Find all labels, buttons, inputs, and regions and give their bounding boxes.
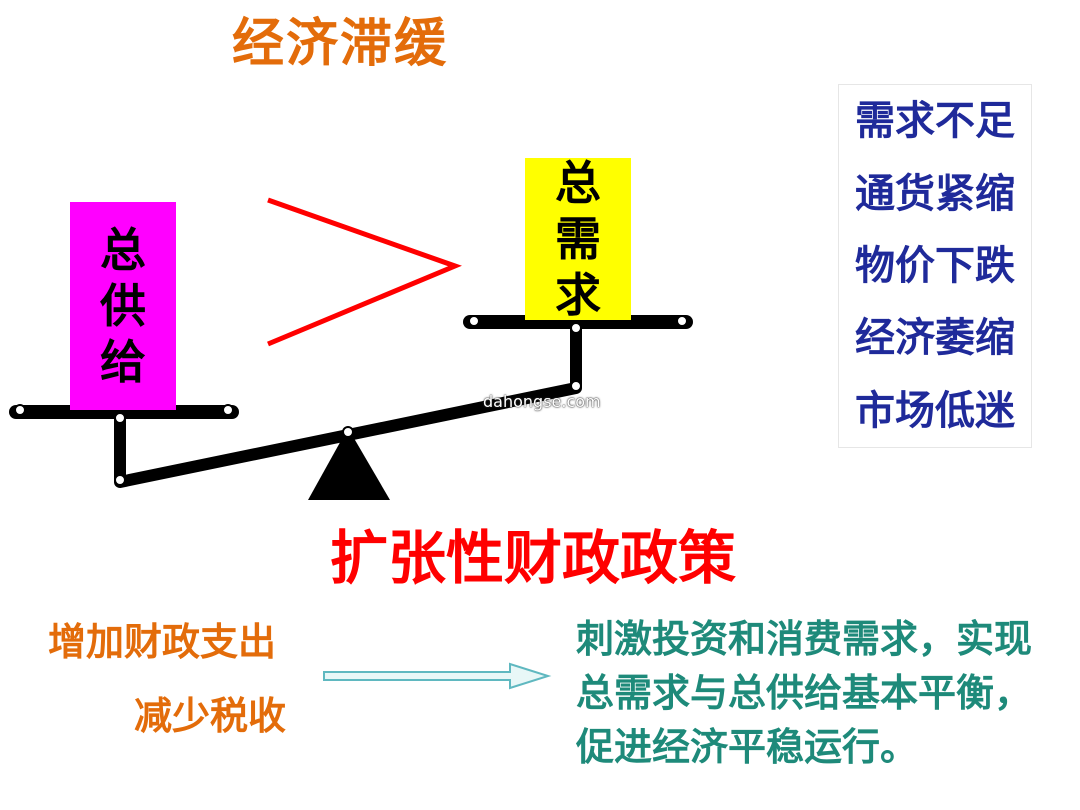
symptom-item: 经济萎缩 [855,315,1015,362]
joint-dot [468,315,480,327]
watermark: dahongse.com [483,392,601,411]
demand-char: 求 [555,268,601,322]
supply-char: 给 [100,335,146,389]
joint-dot [222,404,234,416]
symptom-item: 通货紧缩 [855,170,1015,217]
joint-dot [676,315,688,327]
symptom-item: 物价下跌 [855,242,1015,289]
aggregate-supply-box: 总 供 给 [70,202,176,410]
symptom-list: 需求不足 通货紧缩 物价下跌 经济萎缩 市场低迷 [838,84,1032,448]
page-title: 经济滞缓 [232,14,449,74]
joint-dot [114,474,126,486]
symptom-item: 需求不足 [855,98,1015,145]
supply-char: 供 [100,279,146,333]
joint-dot [14,404,26,416]
demand-char: 需 [555,212,601,266]
symptom-item: 市场低迷 [855,387,1015,434]
greater-than-sign [267,197,462,347]
joint-dot [570,380,582,392]
measure-increase-spending: 增加财政支出 [48,620,277,664]
policy-title: 扩张性财政政策 [330,524,737,592]
right-arrow-icon [323,662,552,690]
fulcrum [308,428,390,500]
policy-result-text: 刺激投资和消费需求，实现总需求与总供给基本平衡，促进经济平稳运行。 [576,617,1033,769]
joint-dot [114,412,126,424]
demand-char: 总 [555,156,601,210]
aggregate-demand-box: 总 需 求 [525,156,631,322]
measure-reduce-taxes: 减少税收 [134,694,287,738]
supply-char: 总 [100,223,146,277]
joint-dot [570,322,582,334]
joint-dot [342,426,354,438]
